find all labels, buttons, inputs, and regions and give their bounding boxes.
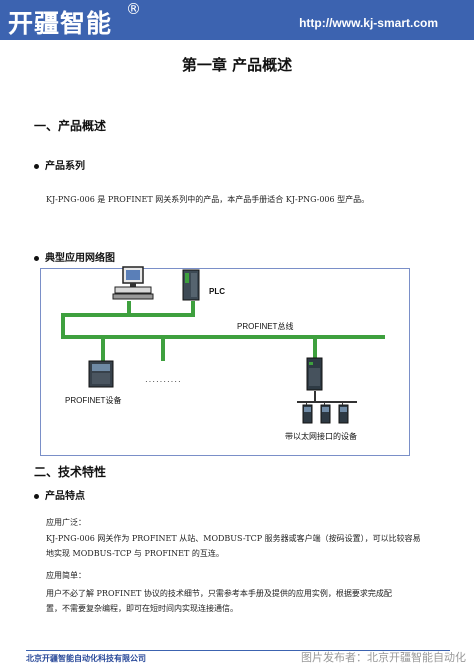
network-diagram: PLC PROFINET总线 PROFINET设备 ·········· 带以太… <box>40 266 410 456</box>
eth-drop <box>324 401 325 405</box>
eth-device-label: 带以太网接口的设备 <box>285 432 357 441</box>
bus-drop-left <box>61 313 65 337</box>
footer-divider <box>26 650 450 651</box>
eth-drop <box>342 401 343 405</box>
eth-device-icon <box>338 404 349 424</box>
eth-device-icon <box>320 404 331 424</box>
device-drop-2 <box>161 335 165 361</box>
computer-link <box>127 301 131 315</box>
device-drop <box>101 335 105 361</box>
app-line-2: 地实现 MODBUS-TCP 与 PROFINET 的互连。 <box>46 549 224 558</box>
brand-logo: 开疆智能 <box>8 9 113 38</box>
section-2-title: 二、技术特性 <box>34 465 107 479</box>
page-header: 开疆智能 ® http://www.kj-smart.com <box>0 0 474 40</box>
app-line-1: KJ-PNG-006 网关作为 PROFINET 从站、MODBUS-TCP 服… <box>46 534 421 543</box>
bullet-icon <box>34 493 39 499</box>
eth-switch-line <box>297 401 357 403</box>
top-bus-line <box>61 313 195 317</box>
feature-heading: 产品特点 <box>34 487 85 502</box>
publisher-watermark: 图片发布者：北京开疆智能自动化 <box>301 651 466 664</box>
plc-icon <box>182 269 200 301</box>
simple-line-2: 置，不需要复杂编程，即可在短时间内实现连接通信。 <box>46 604 238 613</box>
footer-company: 北京开疆智能自动化科技有限公司 <box>26 654 146 663</box>
profinet-device-icon <box>88 360 114 388</box>
section-1-title: 一、产品概述 <box>34 119 107 133</box>
eth-drop <box>306 401 307 405</box>
app-title: 应用广泛： <box>46 518 86 527</box>
eth-trunk <box>314 391 316 401</box>
plc-link <box>191 301 195 315</box>
gateway-icon <box>306 357 323 391</box>
profinet-bus-line <box>61 335 385 339</box>
diagram-heading: 典型应用网络图 <box>34 249 115 264</box>
bullet-icon <box>34 163 39 169</box>
computer-icon <box>112 266 154 300</box>
series-text: KJ-PNG-006 是 PROFINET 网关系列中的产品，本产品手册适合 K… <box>46 195 370 204</box>
website-url[interactable]: http://www.kj-smart.com <box>299 16 438 30</box>
bullet-icon <box>34 255 39 261</box>
simple-title: 应用简单： <box>46 571 86 580</box>
plc-label: PLC <box>209 287 225 296</box>
profinet-device-label: PROFINET设备 <box>65 396 122 405</box>
series-heading: 产品系列 <box>34 157 85 172</box>
chapter-title: 第一章 产品概述 <box>181 56 293 74</box>
gateway-drop <box>313 335 317 361</box>
bus-label: PROFINET总线 <box>237 322 294 331</box>
simple-line-1: 用户不必了解 PROFINET 协议的技术细节，只需参考本手册及提供的应用实例，… <box>46 589 392 598</box>
ellipsis-dots: ·········· <box>145 377 182 386</box>
eth-device-icon <box>302 404 313 424</box>
registered-mark: ® <box>126 0 141 18</box>
